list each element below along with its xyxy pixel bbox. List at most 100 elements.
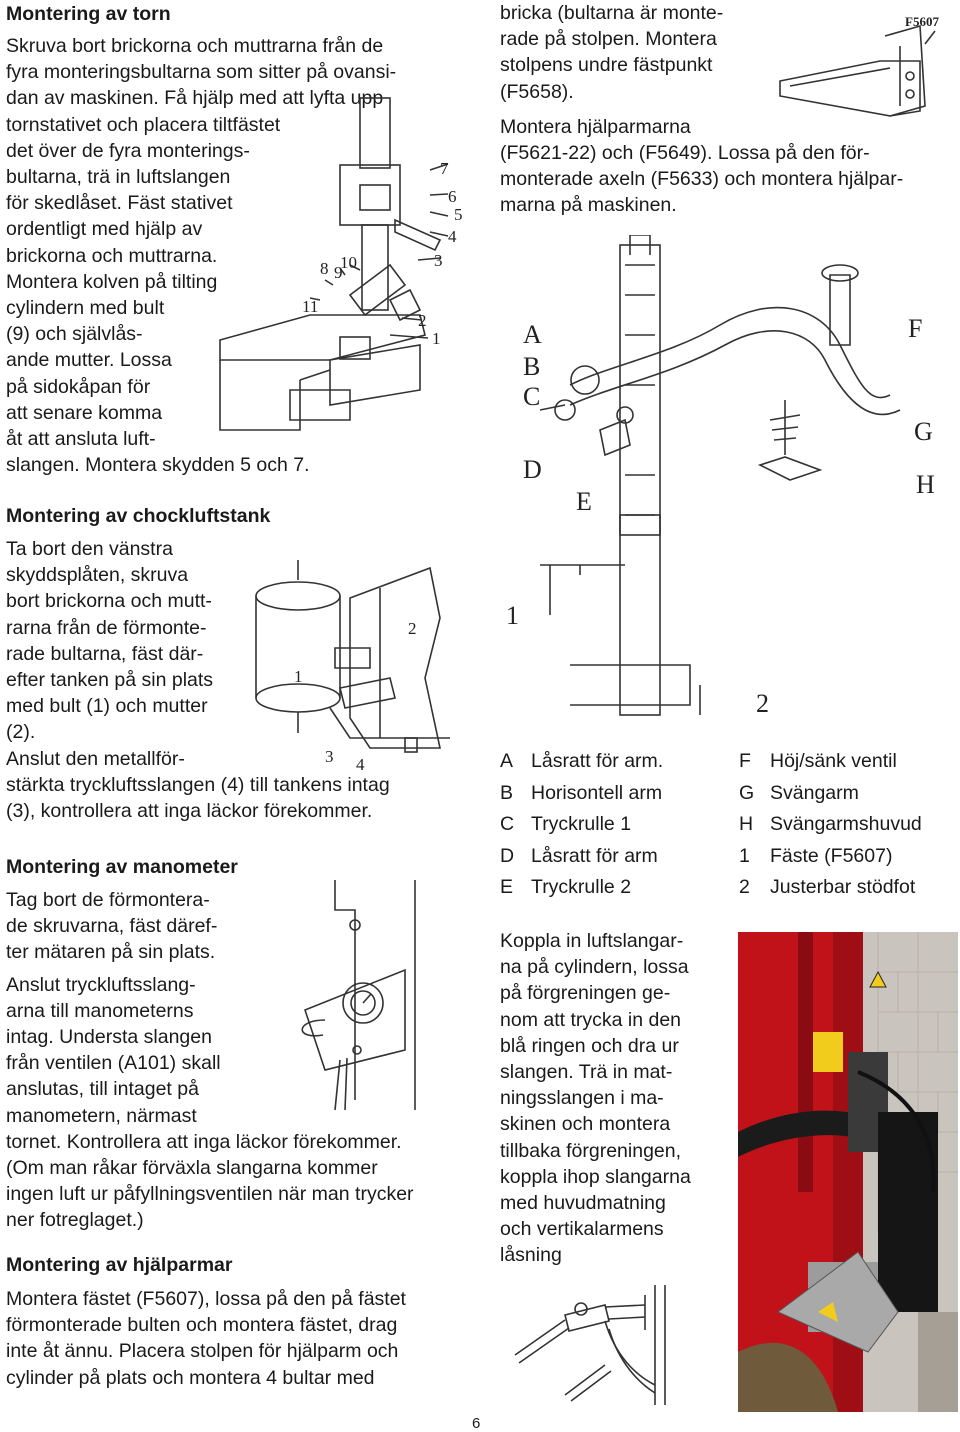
diagram-label: F [908,314,922,343]
text-line: cylinder på plats och montera 4 bultar m… [6,1366,375,1389]
text-line: cylindern med bult [6,297,165,320]
text-line: slangen. Montera skydden 5 och 7. [6,454,310,477]
text-line: Koppla in luftslangar- [500,930,684,952]
text-line: manometern, närmast [6,1104,197,1127]
text-line: låsning [500,1244,562,1267]
diagram-label: C [523,382,540,411]
legend-text: Horisontell arm [531,781,663,804]
text-line: åt att ansluta luft- [6,428,156,451]
text-line: anslutas, till intaget på [6,1078,199,1101]
diagram-label: G [914,417,933,446]
heading-montering-torn: Montering av torn [6,3,171,25]
legend-key: H [739,813,754,835]
text-line: Montera kolven på tilting [6,270,218,293]
legend-text: Svängarm [770,781,859,804]
text-line: (9) och självlås- [6,323,143,346]
figure-label: 2 [418,311,427,330]
text-line: na på cylindern, lossa [500,956,689,979]
text-line: på sidokåpan för [6,375,151,398]
legend-key: G [739,781,755,804]
text-line: ningsslangen i ma- [500,1087,664,1110]
text-line: ingen luft ur påfyllningsventilen när ma… [6,1183,414,1206]
text-line: stärkta tryckluftsslangen (4) till tanke… [6,773,390,796]
bracket-label: F5607 [905,14,939,29]
legend-item: 1 Fäste (F5607) [739,841,922,873]
text-line: att senare komma [6,401,163,424]
diagram-label: 2 [756,689,769,718]
text-line: efter tanken på sin plats [6,669,214,692]
figure-label: 11 [302,297,318,316]
text-line: (Om man råkar förväxla slangarna kommer [6,1157,378,1180]
legend-key: B [500,781,514,804]
text-line: slangen. Trä in mat- [500,1061,673,1084]
text-line: monterade axeln (F5633) och montera hjäl… [500,168,904,191]
figure-label: 3 [434,251,443,270]
text-right-intro: bricka (bultarna är monte- rade på stolp… [500,0,903,219]
text-line: dan av maskinen. Få hjälp med att lyfta … [6,87,384,110]
text-line: (F5658). [500,80,574,103]
air-tank-figure: 1 2 3 4 [240,558,460,773]
figure-label: 2 [408,619,417,638]
text-line: arna till manometerns [6,999,194,1022]
text-line: rarna från de förmonte- [6,616,207,639]
heading-montering-hjalparmar: Montering av hjälparmar [6,1254,233,1276]
text-line: Anslut tryckluftsslang- [6,973,196,996]
tower-mounting-figure: 7 6 5 4 3 10 9 8 11 2 1 [190,90,490,460]
text-line: (2). [6,721,36,744]
text-montering-manometer: Tag bort de förmontera- de skruvarna, fä… [6,887,414,1234]
text-line: Skruva bort brickorna och muttrarna från… [6,35,384,57]
text-right-luftslangar: Koppla in luftslangar- na på cylindern, … [500,928,691,1269]
text-line: de skruvarna, fäst däref- [6,915,218,938]
figure-label: 10 [340,253,357,272]
text-line: tornstativet och placera tiltfästet [6,113,281,136]
text-line: tillbaka förgreningen, [500,1139,682,1162]
text-line: och vertikalarmens [500,1218,664,1241]
text-line: från ventilen (A101) skall [6,1052,221,1075]
assist-arm-figure: A B C D E F G H 1 2 [490,235,955,725]
text-line: Anslut den metallför- [6,747,185,770]
diagram-label: B [523,352,540,381]
text-line: rade bultarna, fäst där- [6,642,204,665]
text-line: brickorna och muttrarna. [6,244,218,267]
manometer-figure [285,870,465,1130]
text-montering-chockluftstank: Ta bort den vänstra skyddsplåten, skruva… [6,536,390,824]
text-line: bort brickorna och mutt- [6,590,212,613]
text-line: rade på stolpen. Montera [500,28,717,51]
text-line: bricka (bultarna är monte- [500,2,724,24]
text-line: (3), kontrollera att inga läckor förekom… [6,800,373,823]
text-line: på förgreningen ge- [500,982,671,1005]
text-line: stolpens undre fästpunkt [500,54,713,77]
figure-label: 8 [320,259,329,278]
text-line: Montera hjälparmarna [500,115,691,138]
legend-key: C [500,813,515,835]
figure-label: 6 [448,187,457,206]
diagram-label: A [523,320,542,349]
text-line: inte åt ännu. Placera stolpen för hjälpa… [6,1340,399,1363]
text-line: tornet. Kontrollera att inga läckor före… [6,1130,402,1153]
figure-label: 1 [432,329,441,348]
text-line: koppla ihop slangarna [500,1165,691,1188]
legend-key: F [739,750,751,772]
text-line: blå ringen och dra ur [500,1034,679,1057]
text-line: det över de fyra monterings- [6,139,250,162]
legend-text: Låsratt för arm [531,844,658,867]
text-montering-torn: Skruva bort brickorna och muttrarna från… [6,33,396,478]
legend-text: Justerbar stödfot [770,876,916,898]
text-line: skinen och montera [500,1113,671,1136]
legend-text: Fäste (F5607) [770,844,893,867]
text-line: marna på maskinen. [500,194,677,217]
hose-connector-figure [505,1285,705,1405]
legend-key: 1 [739,844,750,867]
text-line: fyra monteringsbultarna som sitter på ov… [6,61,397,84]
text-line: Montera fästet (F5607), lossa på den på … [6,1288,406,1310]
text-montering-hjalparmar: Montera fästet (F5607), lossa på den på … [6,1286,406,1391]
legend-key: A [500,750,514,772]
text-line: nom att trycka in den [500,1008,682,1031]
